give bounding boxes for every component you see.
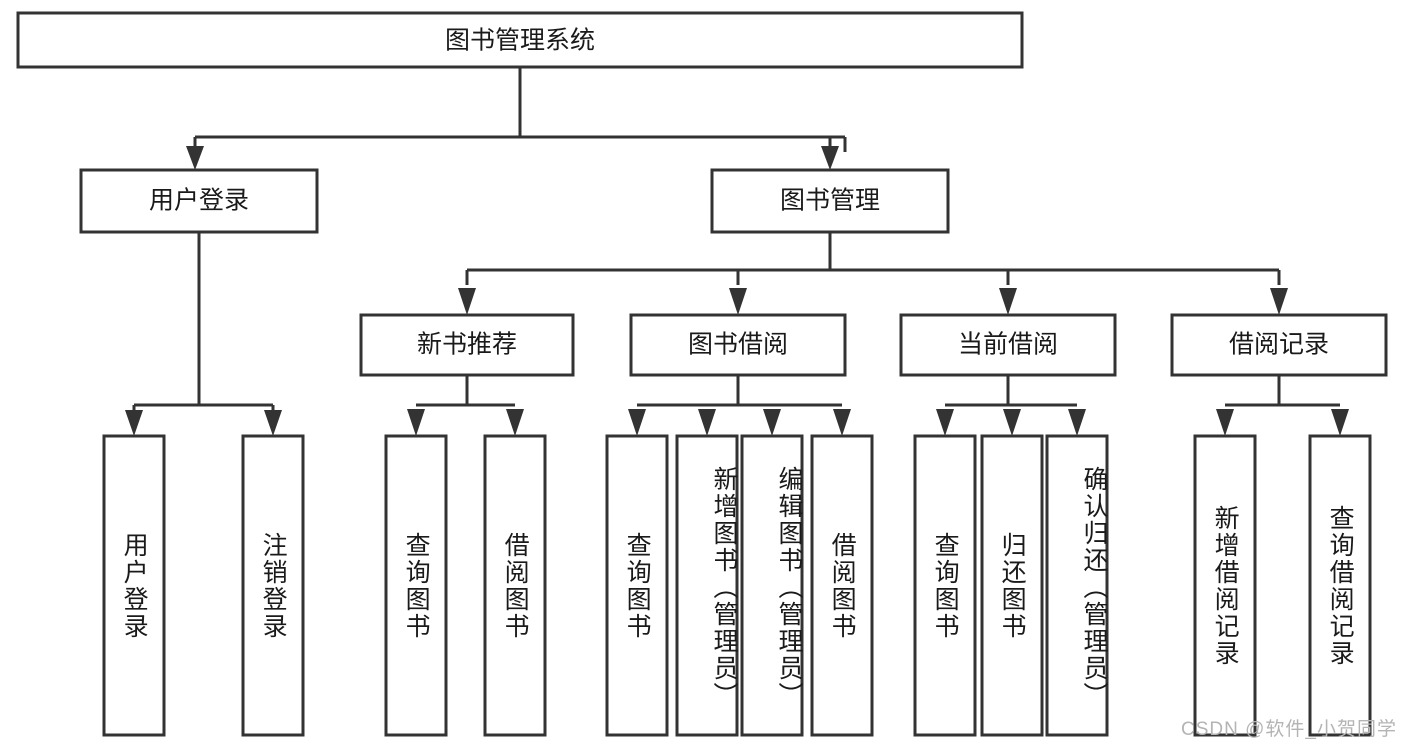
arrow-to-leaf-query-record [1331,409,1349,436]
leaf-box[interactable] [1193,434,1257,737]
arrow-to-leaf-confirm-return [1068,409,1086,436]
node-user-login[interactable]: 用户登录 [79,168,319,234]
leaf-box[interactable] [913,434,977,737]
book-manage-label: 图书管理 [780,187,880,215]
arrow-to-leaf-user-login [125,410,143,436]
book-borrow-label: 图书借阅 [688,331,788,359]
connectors-current-borrow-to-leaves [936,375,1086,436]
leaf-box[interactable] [605,434,669,737]
new-book-rec-label: 新书推荐 [417,331,517,359]
arrow-to-current-borrow [999,288,1017,315]
arrow-to-user-login [186,146,204,170]
borrow-record-label: 借阅记录 [1229,331,1329,359]
connectors-root-to-level2 [186,67,847,170]
arrow-to-leaf-add-record [1216,409,1234,436]
arrow-to-leaf-query-book-current [936,409,954,436]
node-new-book-rec[interactable]: 新书推荐 [359,313,575,377]
book-manage-box[interactable] [710,168,950,234]
root-label: 图书管理系统 [445,27,595,55]
node-book-manage[interactable]: 图书管理 [710,168,950,234]
edge-book-borrow-split [637,375,842,407]
leaf-box[interactable] [740,434,804,737]
arrow-to-leaf-borrow-book [833,409,851,436]
arrow-to-borrow-record [1270,288,1288,315]
leaf-box[interactable] [384,434,448,737]
borrow-record-box[interactable] [1170,313,1388,377]
node-book-borrow[interactable]: 图书借阅 [629,313,847,377]
edge-borrow-record-split [1225,375,1340,407]
current-borrow-label: 当前借阅 [958,331,1058,359]
arrow-to-book-manage [821,146,839,170]
connectors-book-manage-to-level3 [458,232,1288,315]
arrow-to-leaf-query-book-borrow [628,409,646,436]
arrow-to-leaf-user-logout [264,410,282,436]
leaf-box[interactable] [675,434,739,737]
new-book-rec-box[interactable] [359,313,575,377]
arrow-to-book-borrow [729,288,747,315]
root-box[interactable] [16,11,1024,69]
book-borrow-box[interactable] [629,313,847,377]
arrow-to-leaf-edit-book [763,409,781,436]
connectors-new-book-rec-to-leaves [407,375,524,436]
node-borrow-record[interactable]: 借阅记录 [1170,313,1388,377]
edge-user-login-split [132,232,275,412]
node-current-borrow[interactable]: 当前借阅 [899,313,1117,377]
leaf-box[interactable] [102,434,166,737]
leaf-boxes-group [102,434,1372,737]
user-login-label: 用户登录 [149,187,249,215]
leaf-box[interactable] [810,434,874,737]
arrow-to-new-book-rec [458,288,476,315]
arrow-to-leaf-borrow-book-rec [506,409,524,436]
arrow-to-leaf-add-book [698,409,716,436]
connectors-book-borrow-to-leaves [628,375,851,436]
edge-book-manage-split [465,232,1281,285]
current-borrow-box[interactable] [899,313,1117,377]
edge-current-borrow-split [945,375,1077,407]
connectors-user-login-to-leaves [125,232,282,436]
edge-root-split [193,67,847,152]
watermark-text: CSDN @软件_小贺同学 [1181,719,1397,740]
node-root[interactable]: 图书管理系统 [16,11,1024,69]
leaf-box[interactable] [1308,434,1372,737]
leaf-box[interactable] [241,434,305,737]
connectors-borrow-record-to-leaves [1216,375,1349,436]
arrow-to-leaf-return-book [1003,409,1021,436]
leaf-box[interactable] [1045,434,1109,737]
leaf-box[interactable] [980,434,1044,737]
arrow-to-leaf-query-book-rec [407,409,425,436]
user-login-box[interactable] [79,168,319,234]
edge-new-book-rec-split [416,375,515,407]
leaf-box[interactable] [483,434,547,737]
